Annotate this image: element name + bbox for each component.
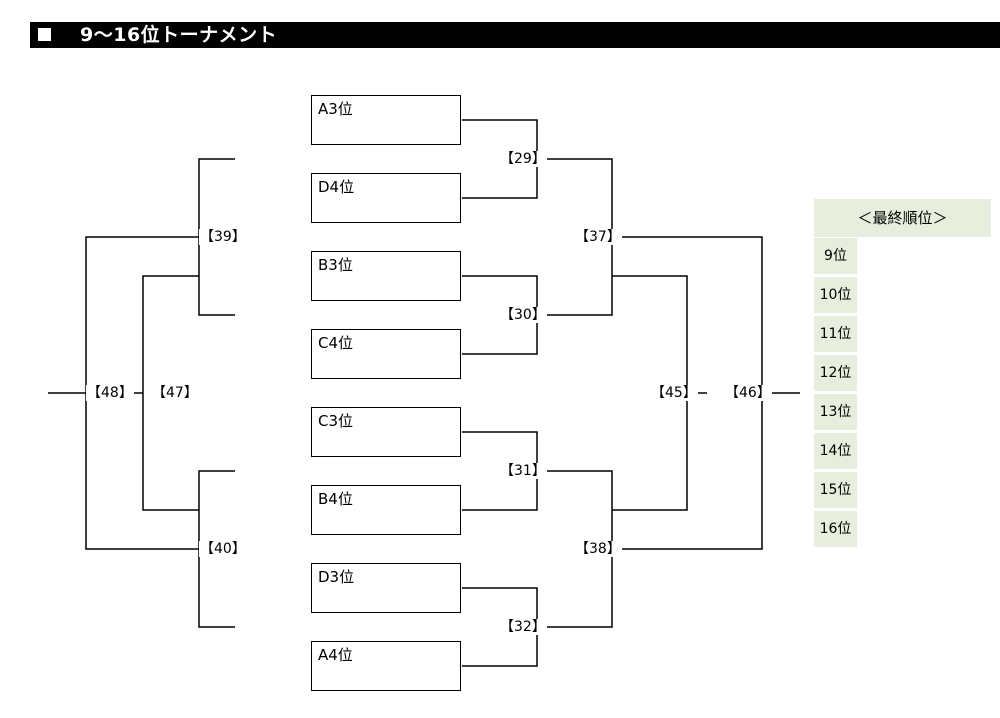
section-title: 9〜16位トーナメント <box>80 24 278 46</box>
team-name: C4位 <box>318 334 354 352</box>
team-name: D4位 <box>318 178 355 196</box>
team-slot-b3: B3位 <box>311 251 461 301</box>
match-label-37: 【37】 <box>574 229 622 245</box>
team-name: C3位 <box>318 412 354 430</box>
team-slot-b4: B4位 <box>311 485 461 535</box>
rank-cell-10: 10位 <box>814 277 857 313</box>
match-label-29: 【29】 <box>499 151 547 167</box>
team-name: B3位 <box>318 256 353 274</box>
team-name: B4位 <box>318 490 353 508</box>
rank-cell-9: 9位 <box>814 238 857 274</box>
match-label-30: 【30】 <box>499 307 547 323</box>
team-slot-c3: C3位 <box>311 407 461 457</box>
rank-cell-14: 14位 <box>814 433 857 469</box>
match-label-32: 【32】 <box>499 619 547 635</box>
match-label-48: 【48】 <box>86 385 134 401</box>
team-slot-a4: A4位 <box>311 641 461 691</box>
rank-cell-13: 13位 <box>814 394 857 430</box>
match-label-45: 【45】 <box>650 385 698 401</box>
team-name: A3位 <box>318 100 353 118</box>
rank-cell-15: 15位 <box>814 472 857 508</box>
match-label-38: 【38】 <box>574 541 622 557</box>
match-label-31: 【31】 <box>499 463 547 479</box>
rank-cell-16: 16位 <box>814 511 857 547</box>
team-name: A4位 <box>318 646 353 664</box>
rank-cell-12: 12位 <box>814 355 857 391</box>
rank-cell-11: 11位 <box>814 316 857 352</box>
match-label-47: 【47】 <box>151 385 199 401</box>
team-slot-c4: C4位 <box>311 329 461 379</box>
team-slot-d4: D4位 <box>311 173 461 223</box>
team-slot-d3: D3位 <box>311 563 461 613</box>
match-label-39: 【39】 <box>199 229 247 245</box>
match-label-40: 【40】 <box>199 541 247 557</box>
match-label-46: 【46】 <box>724 385 772 401</box>
section-title-bar: 9〜16位トーナメント <box>30 22 1000 48</box>
square-bullet-icon <box>38 28 51 41</box>
team-slot-a3: A3位 <box>311 95 461 145</box>
team-name: D3位 <box>318 568 355 586</box>
final-ranking-header: ＜最終順位＞ <box>814 199 991 237</box>
